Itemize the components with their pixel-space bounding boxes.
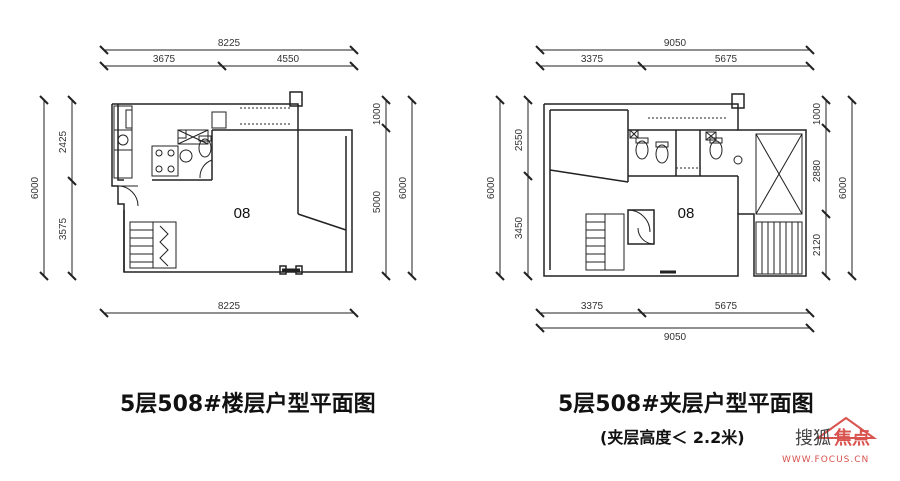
right-plan-title: 5层508#夹层户型平面图: [558, 392, 814, 417]
right-dim-left-part-2: 3450: [514, 216, 525, 239]
left-dim-bottom-total: 8225: [218, 301, 241, 312]
left-plan-dimensions: [39, 45, 417, 318]
left-plan-fixtures: [113, 105, 290, 269]
right-dim-top-part-2: 5675: [715, 54, 738, 65]
right-dim-right-part-2: 2880: [812, 159, 823, 182]
left-dim-top-part-1: 3675: [153, 54, 176, 65]
right-plan-walls: [543, 93, 807, 277]
right-dim-bottom-total: 9050: [664, 332, 687, 343]
left-plan-title: 5层508#楼层户型平面图: [120, 392, 376, 417]
left-dim-top-total: 8225: [218, 38, 241, 49]
left-dim-left-part-1: 2425: [58, 130, 69, 153]
right-dim-right-total: 6000: [838, 176, 849, 199]
right-dim-bottom-part-1: 3375: [581, 301, 604, 312]
watermark-brand: 搜狐: [795, 428, 831, 449]
left-dim-right-part-2: 5000: [372, 190, 383, 213]
left-dim-right-part-1: 1000: [372, 102, 383, 125]
left-room-label: 08: [234, 205, 251, 222]
right-plan-dimensions: [495, 45, 857, 333]
right-plan-subtitle: (夹层高度＜ 2.2米): [600, 428, 745, 447]
house-roof-icon: [814, 416, 878, 439]
left-dim-right-total: 6000: [398, 176, 409, 199]
focus-watermark: 搜狐 焦点 WWW.FOCUS.CN: [782, 416, 878, 465]
left-dim-left-total: 6000: [30, 176, 41, 199]
watermark-brand-accent: 焦点: [833, 427, 870, 449]
right-dim-right-part-1: 1000: [812, 102, 823, 125]
right-dim-top-part-1: 3375: [581, 54, 604, 65]
left-plan-labels: 8225 3675 4550 8225 6000 2425 3575 1000 …: [30, 38, 409, 312]
right-dim-top-total: 9050: [664, 38, 687, 49]
right-room-label: 08: [678, 205, 695, 222]
right-plan-fixtures: [585, 117, 803, 275]
left-plan-walls: [111, 91, 353, 275]
right-plan-labels: 9050 3375 5675 3375 5675 9050 6000 2550 …: [486, 38, 849, 343]
right-dim-bottom-part-2: 5675: [715, 301, 738, 312]
left-dim-top-part-2: 4550: [277, 54, 300, 65]
right-dim-right-part-3: 2120: [812, 233, 823, 256]
right-dim-left-total: 6000: [486, 176, 497, 199]
left-dim-left-part-2: 3575: [58, 217, 69, 240]
right-dim-left-part-1: 2550: [514, 128, 525, 151]
watermark-url: WWW.FOCUS.CN: [782, 455, 869, 465]
